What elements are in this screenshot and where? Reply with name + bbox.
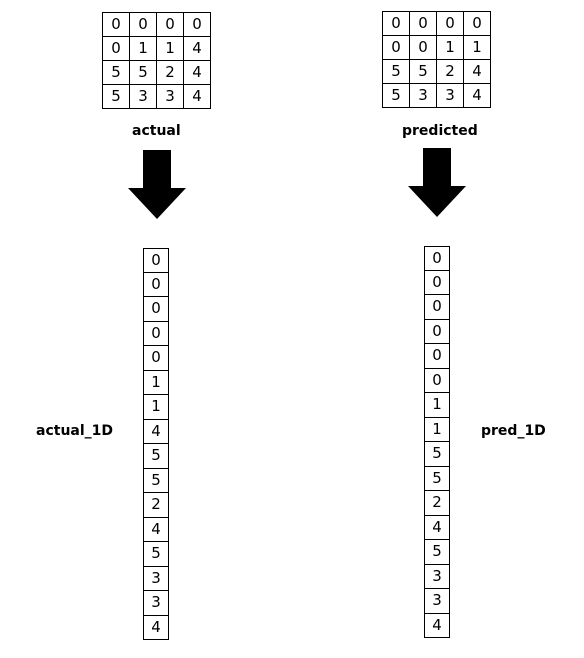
- matrix-cell: 1: [463, 35, 491, 60]
- vector-cell: 1: [143, 370, 169, 395]
- matrix-cell: 1: [129, 36, 157, 61]
- vector-cell: 0: [143, 272, 169, 297]
- vector-cell: 0: [424, 368, 450, 393]
- matrix-cell: 3: [129, 84, 157, 109]
- matrix-cell: 5: [102, 84, 130, 109]
- pred-1d-label: pred_1D: [481, 423, 546, 439]
- vector-cell: 0: [424, 295, 450, 320]
- vector-cell: 3: [143, 591, 169, 616]
- predicted-label: predicted: [402, 123, 478, 139]
- matrix-cell: 3: [409, 83, 437, 108]
- matrix-cell: 4: [463, 59, 491, 84]
- vector-cell: 3: [143, 566, 169, 591]
- vector-cell: 5: [143, 542, 169, 567]
- vector-cell: 0: [143, 297, 169, 322]
- vector-cell: 4: [143, 517, 169, 542]
- matrix-cell: 5: [102, 60, 130, 85]
- matrix-cell: 5: [382, 59, 410, 84]
- vector-cell: 4: [143, 419, 169, 444]
- matrix-cell: 2: [156, 60, 184, 85]
- matrix-cell: 0: [409, 35, 437, 60]
- vector-cell: 5: [143, 444, 169, 469]
- matrix-cell: 5: [129, 60, 157, 85]
- vector-cell: 1: [424, 417, 450, 442]
- vector-cell: 3: [424, 564, 450, 589]
- vector-cell: 0: [424, 344, 450, 369]
- vector-cell: 4: [424, 515, 450, 540]
- matrix-cell: 0: [102, 12, 130, 37]
- vector-cell: 5: [424, 466, 450, 491]
- matrix-cell: 0: [436, 11, 464, 36]
- matrix-cell: 0: [102, 36, 130, 61]
- matrix-cell: 4: [183, 36, 211, 61]
- matrix-cell: 0: [156, 12, 184, 37]
- vector-cell: 2: [424, 491, 450, 516]
- matrix-cell: 0: [129, 12, 157, 37]
- matrix-cell: 1: [436, 35, 464, 60]
- matrix-cell: 5: [409, 59, 437, 84]
- down-arrow-icon: [408, 148, 466, 217]
- vector-cell: 0: [424, 270, 450, 295]
- matrix-cell: 0: [463, 11, 491, 36]
- vector-cell: 0: [424, 246, 450, 271]
- vector-cell: 5: [424, 540, 450, 565]
- matrix-cell: 3: [436, 83, 464, 108]
- matrix-cell: 0: [382, 35, 410, 60]
- matrix-cell: 1: [156, 36, 184, 61]
- down-arrow-icon: [128, 150, 186, 219]
- matrix-cell: 0: [183, 12, 211, 37]
- vector-cell: 0: [143, 346, 169, 371]
- matrix-cell: 4: [183, 60, 211, 85]
- actual-1d-label: actual_1D: [36, 423, 114, 439]
- vector-cell: 2: [143, 493, 169, 518]
- matrix-cell: 0: [409, 11, 437, 36]
- vector-cell: 1: [424, 393, 450, 418]
- vector-cell: 5: [143, 468, 169, 493]
- matrix-cell: 4: [183, 84, 211, 109]
- matrix-cell: 2: [436, 59, 464, 84]
- vector-cell: 4: [143, 615, 169, 640]
- matrix-cell: 0: [382, 11, 410, 36]
- vector-cell: 0: [424, 319, 450, 344]
- vector-cell: 0: [143, 248, 169, 273]
- vector-cell: 4: [424, 613, 450, 638]
- vector-cell: 3: [424, 589, 450, 614]
- matrix-cell: 3: [156, 84, 184, 109]
- matrix-cell: 4: [463, 83, 491, 108]
- vector-cell: 1: [143, 395, 169, 420]
- vector-cell: 0: [143, 321, 169, 346]
- matrix-cell: 5: [382, 83, 410, 108]
- actual-label: actual: [132, 123, 181, 139]
- vector-cell: 5: [424, 442, 450, 467]
